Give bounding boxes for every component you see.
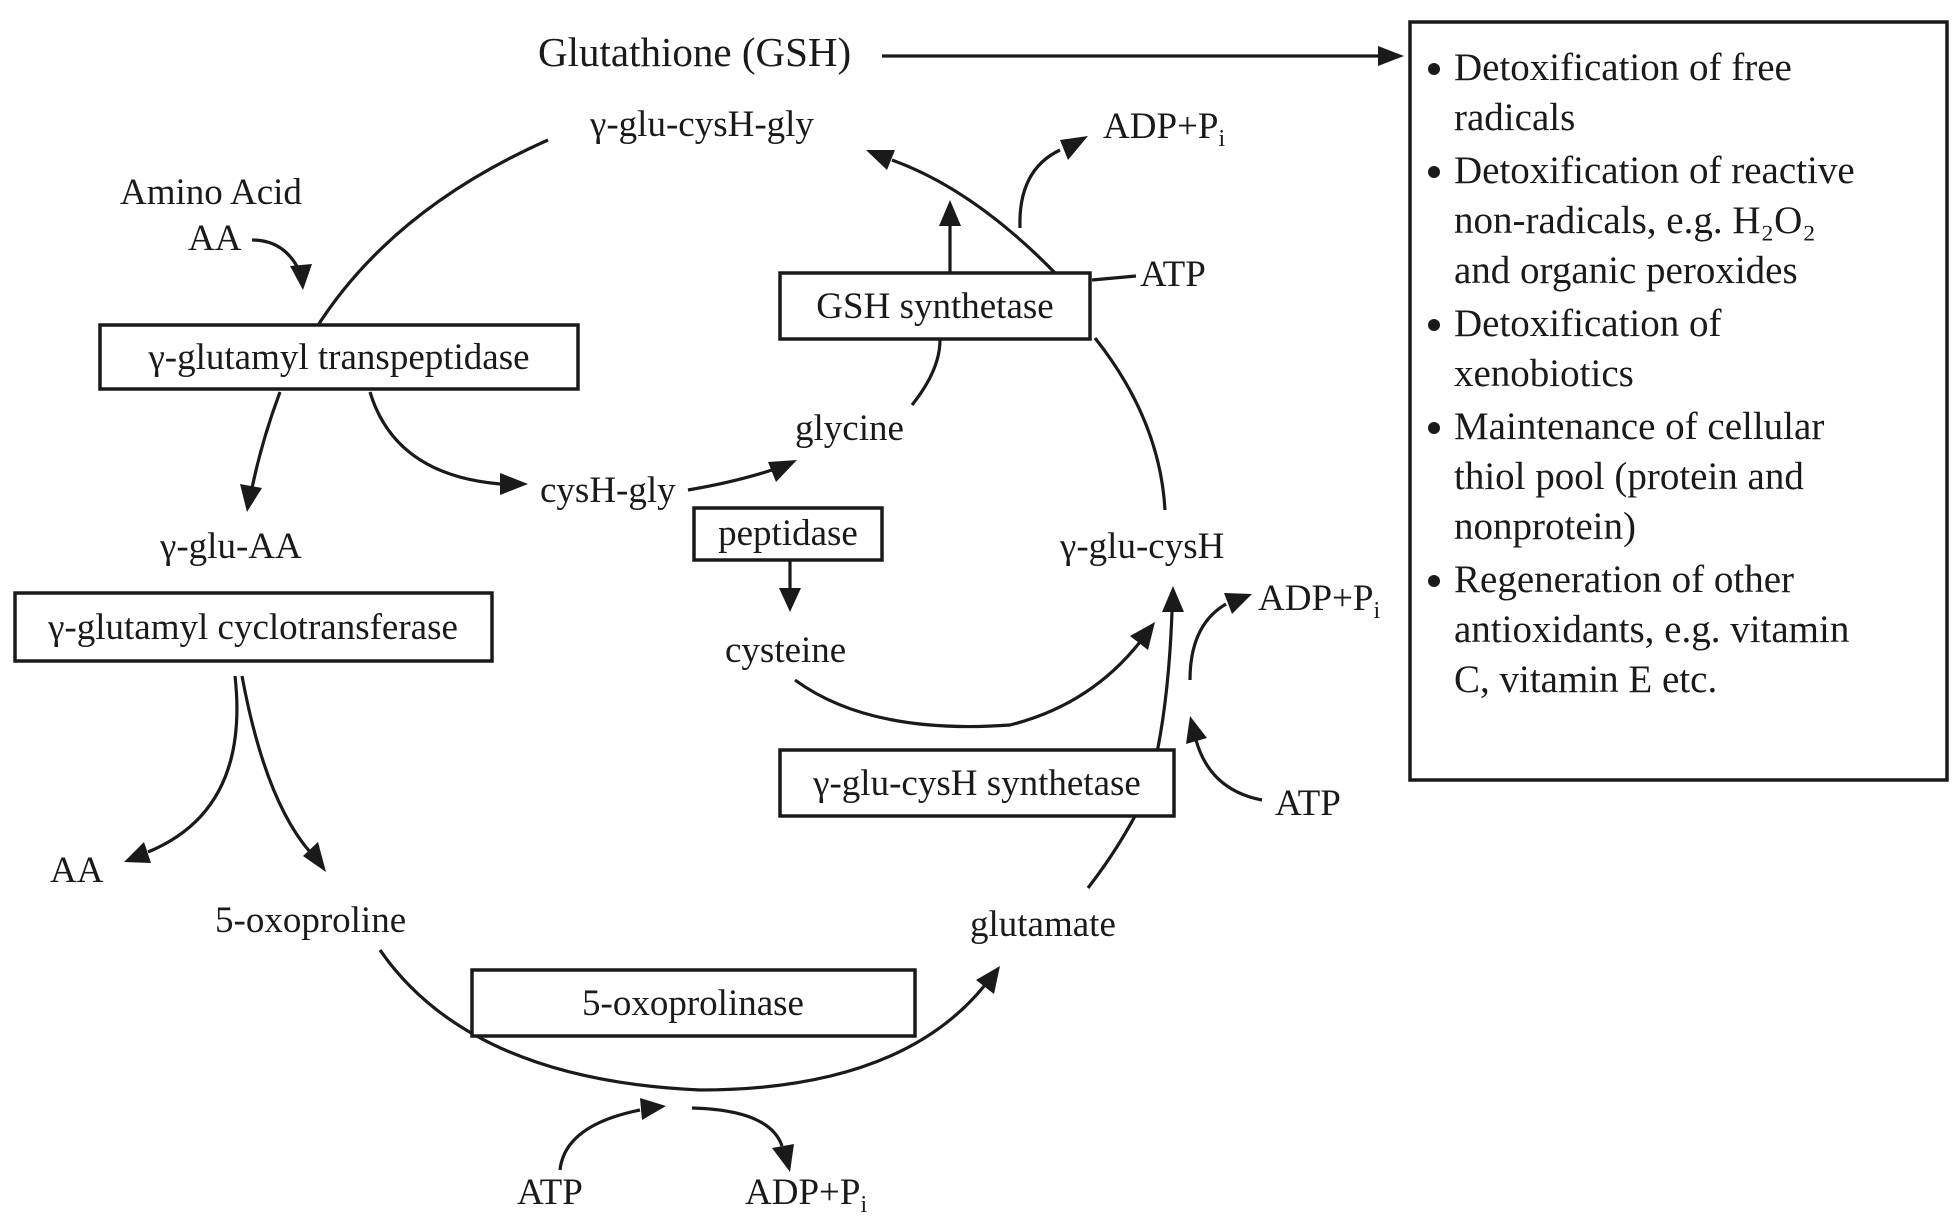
compound-glutamate: glutamate	[970, 904, 1116, 945]
arrowhead-glu-aa	[240, 484, 262, 512]
enzyme-transpeptidase-label: γ-glutamyl transpeptidase	[147, 337, 529, 378]
enzyme-cyclotransferase-label: γ-glutamyl cyclotransferase	[47, 607, 458, 648]
arrowhead-gsh	[866, 150, 895, 170]
arc-oxo-adp-out	[691, 1106, 784, 1147]
enzyme-peptidase-label: peptidase	[718, 513, 858, 554]
function-item-line: Detoxification of reactive	[1454, 149, 1855, 192]
arrowhead-aa-in	[290, 264, 312, 290]
arc-gsh-adp-out	[1018, 148, 1061, 229]
compound-glycine: glycine	[795, 408, 904, 449]
arrowhead-glutamate	[976, 966, 1000, 994]
arrowhead-glycine	[768, 460, 797, 482]
functions-box: Detoxification of freeradicalsDetoxifica…	[1408, 20, 1949, 782]
cofactor-oxo-adp-sub: i	[860, 1192, 867, 1218]
function-item-line: Maintenance of cellular	[1454, 405, 1824, 448]
cofactor-gcs-adp: ADP+Pi	[1258, 578, 1380, 624]
enzyme-cyclotransferase-box: γ-glutamyl cyclotransferase	[13, 591, 494, 663]
function-item: Detoxification of xenobiotics	[1428, 302, 1722, 395]
compound-glu-cysh: γ-glu-cysH	[1059, 526, 1224, 567]
arc-gsh-synthetase-to-gsh	[891, 158, 1060, 278]
enzyme-gsh-synthetase-label: GSH synthetase	[816, 286, 1053, 327]
cofactor-gsh-adp-sub: i	[1218, 126, 1225, 152]
arrowhead-gcs-atp	[1186, 716, 1207, 744]
arrowhead-cysh-gly	[500, 473, 528, 495]
function-item-line: non-radicals, e.g. H₂O₂	[1454, 199, 1816, 242]
cofactor-gsh-atp: ATP	[1140, 254, 1206, 295]
enzyme-transpeptidase-box: γ-glutamyl transpeptidase	[98, 323, 580, 391]
function-item-line: Regeneration of other	[1454, 558, 1794, 601]
compound-oxoproline: 5-oxoproline	[215, 900, 406, 941]
arc-cysh-gly-to-glycine	[687, 468, 773, 492]
bullet-icon	[1428, 319, 1440, 331]
cofactor-gcs-adp-sub: i	[1373, 598, 1380, 624]
compound-glu-aa: γ-glu-AA	[159, 526, 302, 567]
arc-cysteine-to-glu-cysh	[794, 641, 1142, 729]
enzyme-gsh-synthetase-box: GSH synthetase	[778, 271, 1092, 341]
bullet-icon	[1428, 422, 1440, 434]
compound-cysteine: cysteine	[725, 630, 846, 671]
cofactor-gcs-atp: ATP	[1275, 783, 1341, 824]
arc-oxoproline-to-glutamate	[378, 949, 987, 1092]
function-item: Detoxification of reactive non-radicals, …	[1428, 149, 1855, 292]
compound-cysh-gly: cysH-gly	[540, 470, 676, 511]
enzyme-glu-cysh-synthetase-label: γ-glu-cysH synthetase	[812, 763, 1141, 804]
functions-list: Detoxification of freeradicalsDetoxifica…	[1428, 46, 1855, 701]
arrowhead-oxo-atp	[640, 1098, 666, 1120]
arc-gsh-atp-in	[1091, 274, 1137, 282]
function-item-line: C, vitamin E etc.	[1454, 658, 1717, 701]
arrowhead-oxo-adp	[772, 1144, 794, 1172]
compound-aa-out: AA	[50, 850, 104, 891]
arc-glycine-to-gsh-synthetase	[910, 339, 942, 406]
function-item-line: antioxidants, e.g. vitamin	[1454, 608, 1849, 651]
arc-glu-cysh-to-gsh-synthetase	[1093, 337, 1167, 511]
enzyme-oxoprolinase-box: 5-oxoprolinase	[470, 968, 917, 1038]
enzyme-oxoprolinase-label: 5-oxoprolinase	[582, 983, 804, 1024]
arc-transpeptidase-to-cysh-gly	[368, 391, 501, 486]
cofactor-oxo-adp-main: ADP+P	[745, 1172, 860, 1213]
cofactor-gcs-adp-main: ADP+P	[1258, 578, 1373, 619]
function-item: Regeneration of other antioxidants, e.g. …	[1428, 558, 1849, 701]
enzyme-glu-cysh-synthetase-box: γ-glu-cysH synthetase	[778, 748, 1176, 818]
cofactor-oxo-adp: ADP+Pi	[745, 1172, 867, 1218]
title-to-functions-arrowhead	[1378, 46, 1404, 66]
compound-amino-acid-name: Amino Acid	[120, 172, 302, 213]
arrowhead-gcs-adp	[1224, 593, 1252, 614]
function-item-line: xenobiotics	[1454, 352, 1634, 395]
cofactor-oxo-atp: ATP	[517, 1172, 583, 1213]
arc-cyclotransferase-to-aa	[147, 675, 239, 854]
arrowhead-cysteine-glu-cysh	[1130, 622, 1155, 650]
compound-amino-acid-abbr: AA	[188, 218, 242, 259]
arrowhead-cysteine	[779, 588, 801, 612]
arc-gcs-atp-in	[1194, 739, 1263, 802]
arrowhead-oxoproline	[303, 842, 326, 872]
diagram-title: Glutathione (GSH)	[538, 29, 851, 75]
bullet-icon	[1428, 575, 1440, 587]
arc-cyclotransferase-to-oxoproline	[240, 675, 312, 854]
bullet-icon	[1428, 166, 1440, 178]
enzyme-peptidase-box: peptidase	[692, 506, 884, 562]
arc-gcs-adp-out	[1188, 602, 1227, 681]
function-item-line: thiol pool (protein and	[1454, 455, 1804, 498]
function-item-line: Detoxification of	[1454, 302, 1722, 345]
function-item-line: radicals	[1454, 96, 1575, 139]
function-item-line: nonprotein)	[1454, 505, 1636, 548]
arc-oxo-atp-in	[558, 1108, 641, 1171]
function-item: Detoxification of free radicals	[1428, 46, 1792, 139]
arrowhead-gsh-synthetase-up	[939, 200, 961, 226]
arc-transpeptidase-to-glu-aa	[250, 391, 282, 489]
compound-gsh: γ-glu-cysH-gly	[589, 104, 814, 145]
arrowhead-gsh-adp	[1060, 136, 1088, 160]
arrowhead-aa-out	[124, 842, 151, 863]
bullet-icon	[1428, 63, 1440, 75]
function-item-line: Detoxification of free	[1454, 46, 1792, 89]
arrowhead-glu-cysh	[1162, 586, 1184, 612]
cofactor-gsh-adp: ADP+Pi	[1103, 106, 1225, 152]
function-item: Maintenance of cellular thiol pool (prote…	[1428, 405, 1824, 548]
arc-gsh-to-transpeptidase	[313, 138, 549, 331]
cofactor-gsh-adp-main: ADP+P	[1103, 106, 1218, 147]
function-item-line: and organic peroxides	[1454, 249, 1798, 292]
